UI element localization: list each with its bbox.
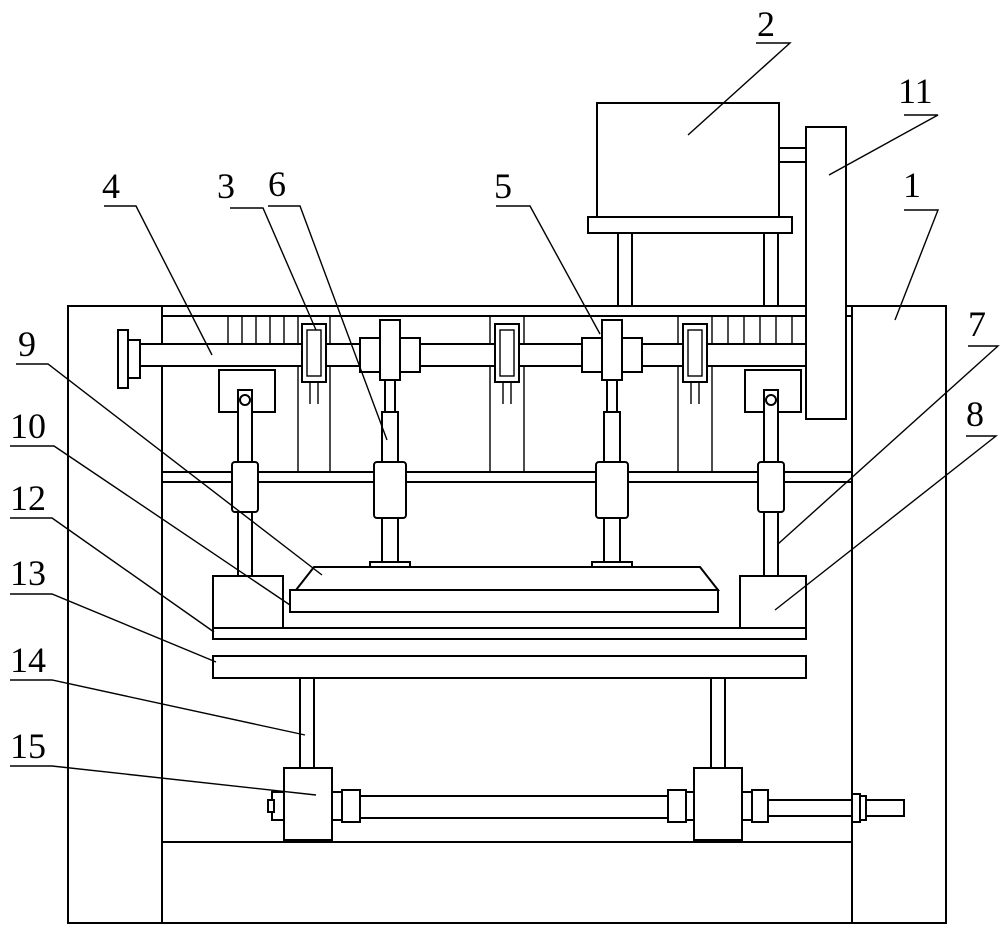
callout-12: 12 [10,478,46,518]
callout-5: 5 [494,166,512,206]
screw-nut-right [694,768,742,840]
callout-15: 15 [10,726,46,766]
screw-nut-left [284,768,332,840]
screw-drive [268,768,904,840]
base-beam [162,842,852,923]
support-post-right [711,678,725,768]
leader-lines [10,43,998,795]
workpiece [290,567,718,612]
callout-13: 13 [10,553,46,593]
right-block [740,576,806,628]
belt-housing [806,127,846,419]
callout-14: 14 [10,640,46,680]
support-post-left [300,678,314,768]
callout-11: 11 [898,71,933,111]
motor-plate [588,217,792,233]
right-column [852,306,946,923]
callout-3: 3 [217,166,235,206]
callout-1: 1 [903,165,921,205]
callout-8: 8 [966,394,984,434]
callout-10: 10 [10,406,46,446]
motor-output-shaft [779,148,807,162]
left-column [68,306,162,923]
left-block [213,576,283,628]
callout-9: 9 [18,324,36,364]
motor-assembly [588,103,807,306]
motor [597,103,779,217]
work-plate [213,628,806,639]
lower-cross-bar [162,472,852,482]
callout-7: 7 [968,304,986,344]
lift-plate [213,656,806,678]
callout-4: 4 [102,166,120,206]
callout-2: 2 [757,4,775,44]
mold [290,590,718,612]
callout-6: 6 [268,164,286,204]
press-rods [370,380,632,567]
lead-screw [336,796,672,818]
